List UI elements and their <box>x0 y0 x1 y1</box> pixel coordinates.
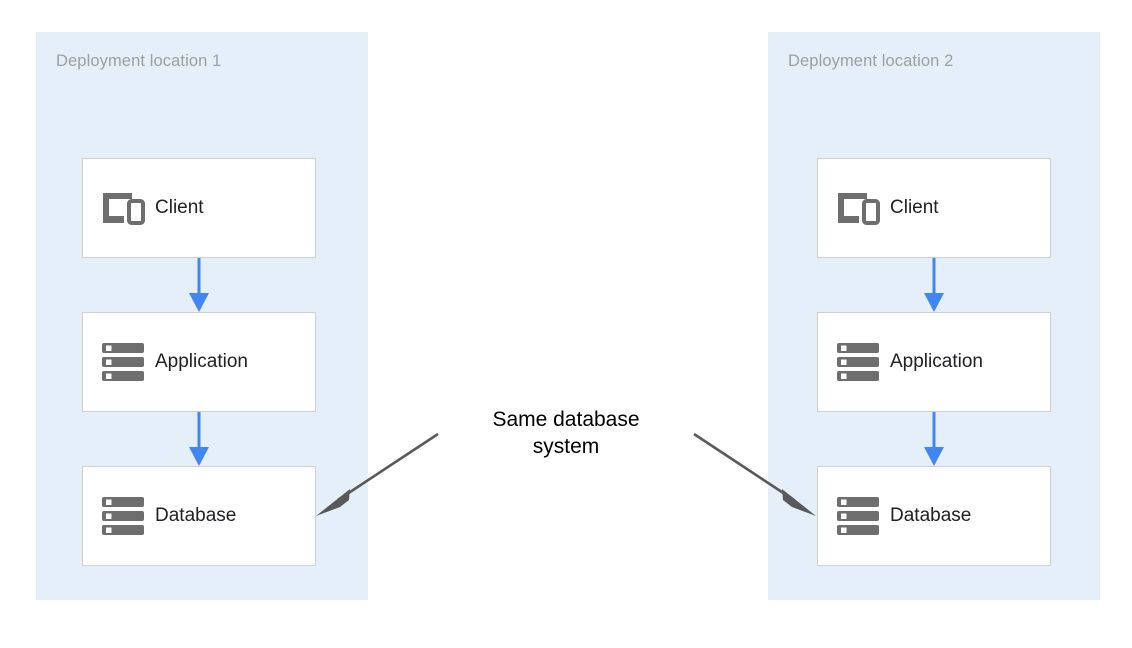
server-icon <box>832 342 884 382</box>
devices-icon <box>97 191 149 225</box>
node-client-location-2[interactable]: Client <box>817 158 1051 258</box>
caption-line-2: system <box>532 435 600 458</box>
node-label: Client <box>890 197 939 218</box>
node-application-location-2[interactable]: Application <box>817 312 1051 412</box>
node-client-location-1[interactable]: Client <box>82 158 316 258</box>
deployment-location-1-title: Deployment location 1 <box>56 52 222 70</box>
server-icon <box>832 496 884 536</box>
caption-line-1: Same database <box>492 408 640 431</box>
deployment-location-2-title: Deployment location 2 <box>788 52 954 70</box>
devices-icon <box>832 191 884 225</box>
node-database-location-2[interactable]: Database <box>817 466 1051 566</box>
same-database-system-caption: Same database system <box>446 406 686 460</box>
server-icon <box>97 342 149 382</box>
node-database-location-1[interactable]: Database <box>82 466 316 566</box>
node-label: Database <box>155 505 237 526</box>
node-label: Client <box>155 197 204 218</box>
node-label: Application <box>890 351 983 372</box>
node-label: Application <box>155 351 248 372</box>
node-application-location-1[interactable]: Application <box>82 312 316 412</box>
node-label: Database <box>890 505 972 526</box>
server-icon <box>97 496 149 536</box>
